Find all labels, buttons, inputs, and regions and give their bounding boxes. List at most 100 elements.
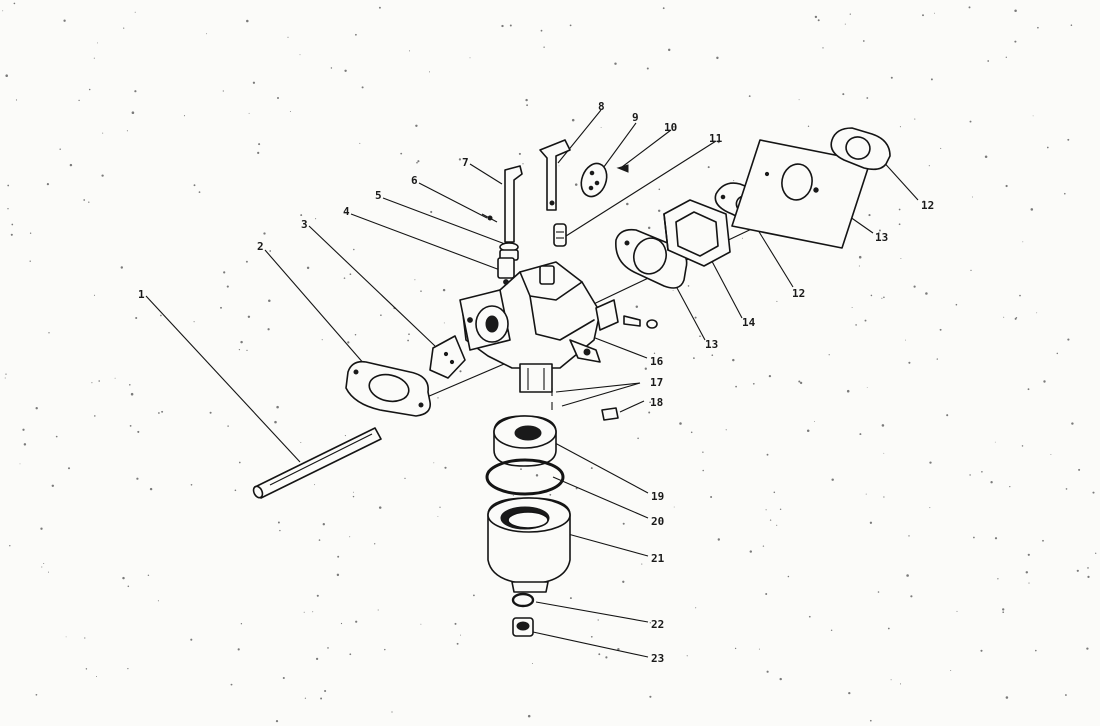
speck xyxy=(672,289,674,291)
speck xyxy=(268,299,271,303)
speck xyxy=(279,529,281,532)
speck xyxy=(246,349,248,352)
speck xyxy=(687,285,690,287)
speck xyxy=(626,202,629,206)
speck xyxy=(814,420,815,422)
speck xyxy=(160,314,162,317)
speck xyxy=(765,593,768,595)
speck xyxy=(535,474,539,477)
speck xyxy=(269,250,272,252)
speck xyxy=(277,97,279,99)
speck xyxy=(252,81,256,84)
throttle-lever-stack xyxy=(481,165,523,261)
speck xyxy=(699,335,701,338)
speck xyxy=(303,611,305,613)
speck xyxy=(877,591,880,593)
speck xyxy=(987,60,990,62)
speck xyxy=(900,258,902,260)
speck xyxy=(1002,611,1005,614)
speck xyxy=(899,126,901,128)
speck xyxy=(598,653,601,656)
speck xyxy=(647,226,651,230)
speck xyxy=(994,441,996,443)
speck xyxy=(96,676,97,677)
speck xyxy=(574,183,578,186)
speck xyxy=(246,19,249,23)
carburetor-body xyxy=(459,257,658,393)
speck xyxy=(238,461,241,464)
speck xyxy=(258,143,261,146)
speck xyxy=(1014,9,1017,12)
speck xyxy=(693,357,695,359)
callout-12-top: 12 xyxy=(921,199,934,212)
speck xyxy=(817,19,820,22)
speck xyxy=(22,428,25,431)
speck xyxy=(899,683,902,685)
speck xyxy=(799,381,803,385)
speck xyxy=(315,657,319,661)
speck xyxy=(855,324,857,326)
speck xyxy=(923,200,925,202)
speck xyxy=(460,634,462,636)
speck xyxy=(384,648,386,651)
speck xyxy=(928,165,930,167)
speck xyxy=(779,677,782,681)
choke-shaft xyxy=(539,139,571,211)
speck xyxy=(94,415,96,417)
speck xyxy=(91,382,93,384)
speck xyxy=(98,380,100,382)
speck xyxy=(120,266,124,269)
speck xyxy=(1009,485,1011,488)
speck xyxy=(206,33,208,35)
speck xyxy=(304,697,307,699)
speck xyxy=(353,248,355,251)
speck xyxy=(1021,445,1024,447)
speck xyxy=(766,670,769,673)
speck xyxy=(43,562,45,565)
speck xyxy=(509,24,512,27)
speck xyxy=(227,425,229,427)
speck xyxy=(690,431,693,434)
speck xyxy=(846,389,850,393)
speck xyxy=(1078,468,1081,471)
speck xyxy=(858,265,860,267)
speck xyxy=(866,387,868,388)
speck xyxy=(93,294,96,296)
bowl-o-ring xyxy=(485,458,565,496)
speck xyxy=(287,36,289,38)
speck xyxy=(653,352,656,354)
speck xyxy=(1064,694,1067,696)
speck xyxy=(526,104,528,107)
speck xyxy=(226,285,229,288)
speck xyxy=(222,90,224,92)
speck xyxy=(444,466,447,469)
speck xyxy=(97,42,98,44)
speck xyxy=(922,14,924,17)
speck xyxy=(41,566,43,568)
speck xyxy=(994,537,998,540)
speck xyxy=(147,574,150,577)
speck xyxy=(84,637,86,639)
speck xyxy=(347,341,350,344)
speck xyxy=(459,370,462,373)
speck xyxy=(734,647,737,650)
speck xyxy=(950,670,952,671)
speck xyxy=(134,11,136,13)
speck xyxy=(378,6,381,9)
speck xyxy=(525,98,528,102)
speck xyxy=(969,120,972,123)
speck xyxy=(543,46,545,48)
speck xyxy=(686,655,688,657)
speck xyxy=(702,451,704,453)
speck xyxy=(1019,294,1021,297)
speck xyxy=(416,161,418,164)
throttle-shaft xyxy=(252,427,382,499)
speck xyxy=(277,521,280,524)
speck xyxy=(193,184,196,187)
speck xyxy=(443,322,445,324)
callout-11: 11 xyxy=(709,132,723,145)
float xyxy=(493,415,557,467)
speck xyxy=(456,642,459,645)
speck xyxy=(990,481,993,484)
